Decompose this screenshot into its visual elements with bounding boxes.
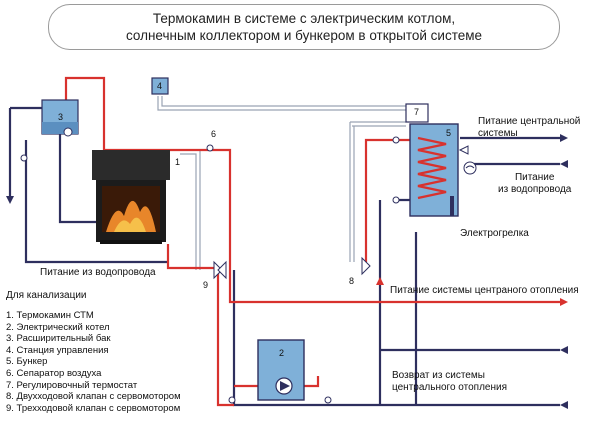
number-6: 6	[211, 129, 217, 139]
title-line-1: Термокамин в системе с электрическим кот…	[152, 11, 456, 26]
number-4: 4	[157, 81, 163, 91]
label-central-supply: Питание центральной системы	[478, 116, 580, 140]
label-electric-heater: Электрогрелка	[460, 228, 529, 239]
label-heating-return: Возврат из системы центрального отоплени…	[392, 370, 507, 394]
number-3: 3	[58, 112, 64, 122]
label-central-supply-line-1: Питание центральной	[478, 116, 581, 127]
legend-item-8: 8. Двухходовой клапан с сервомотором	[6, 391, 181, 403]
valves	[20, 136, 477, 404]
legend: 1. Термокамин СТМ 2. Электрический котел…	[6, 310, 181, 414]
title-banner: Термокамин в системе с электрическим кот…	[48, 4, 560, 50]
number-2: 2	[279, 348, 285, 358]
legend-item-6: 6. Сепаратор воздуха	[6, 367, 102, 379]
legend-item-2: 2. Электрический котел	[6, 321, 110, 333]
expansion-tank	[41, 99, 79, 137]
legend-item-9: 9. Трехходовой клапан с сервомотором	[6, 402, 181, 414]
thermostat-box	[405, 103, 429, 123]
number-1: 1	[175, 157, 181, 167]
legend-item-1: 1. Термокамин СТМ	[6, 310, 94, 321]
label-heating-return-line-1: Возврат из системы	[392, 370, 485, 381]
legend-item-5: 5. Бункер	[6, 356, 48, 368]
flow-arrows	[6, 134, 568, 409]
legend-item-7: 7. Регулировочный термостат	[6, 379, 138, 391]
control-station	[151, 77, 169, 95]
title-line-2: солнечным коллектором и бункером в откры…	[125, 28, 483, 43]
number-5: 5	[446, 128, 452, 138]
label-water-supply-right-line-2: из водопровода	[498, 184, 572, 195]
electric-boiler	[257, 339, 305, 401]
legend-item-4: 4. Станция управления	[6, 344, 109, 356]
number-7: 7	[414, 107, 420, 117]
bunker-tank	[409, 123, 459, 217]
label-heating-supply: Питание системы центраного отопления	[390, 285, 579, 296]
label-water-supply-left: Питание из водопровода	[40, 267, 156, 278]
control-wires	[157, 96, 415, 270]
fireplace	[92, 150, 170, 244]
label-central-supply-line-2: системы	[478, 128, 518, 139]
label-sewage: Для канализации	[6, 290, 87, 301]
label-heating-return-line-2: центрального отопления	[392, 382, 508, 393]
number-8: 8	[349, 276, 355, 286]
number-9: 9	[203, 280, 209, 290]
legend-item-3: 3. Расширительный бак	[6, 333, 111, 345]
label-water-supply-right: Питание из водопровода	[498, 172, 571, 196]
label-water-supply-right-line-1: Питание	[514, 172, 555, 183]
